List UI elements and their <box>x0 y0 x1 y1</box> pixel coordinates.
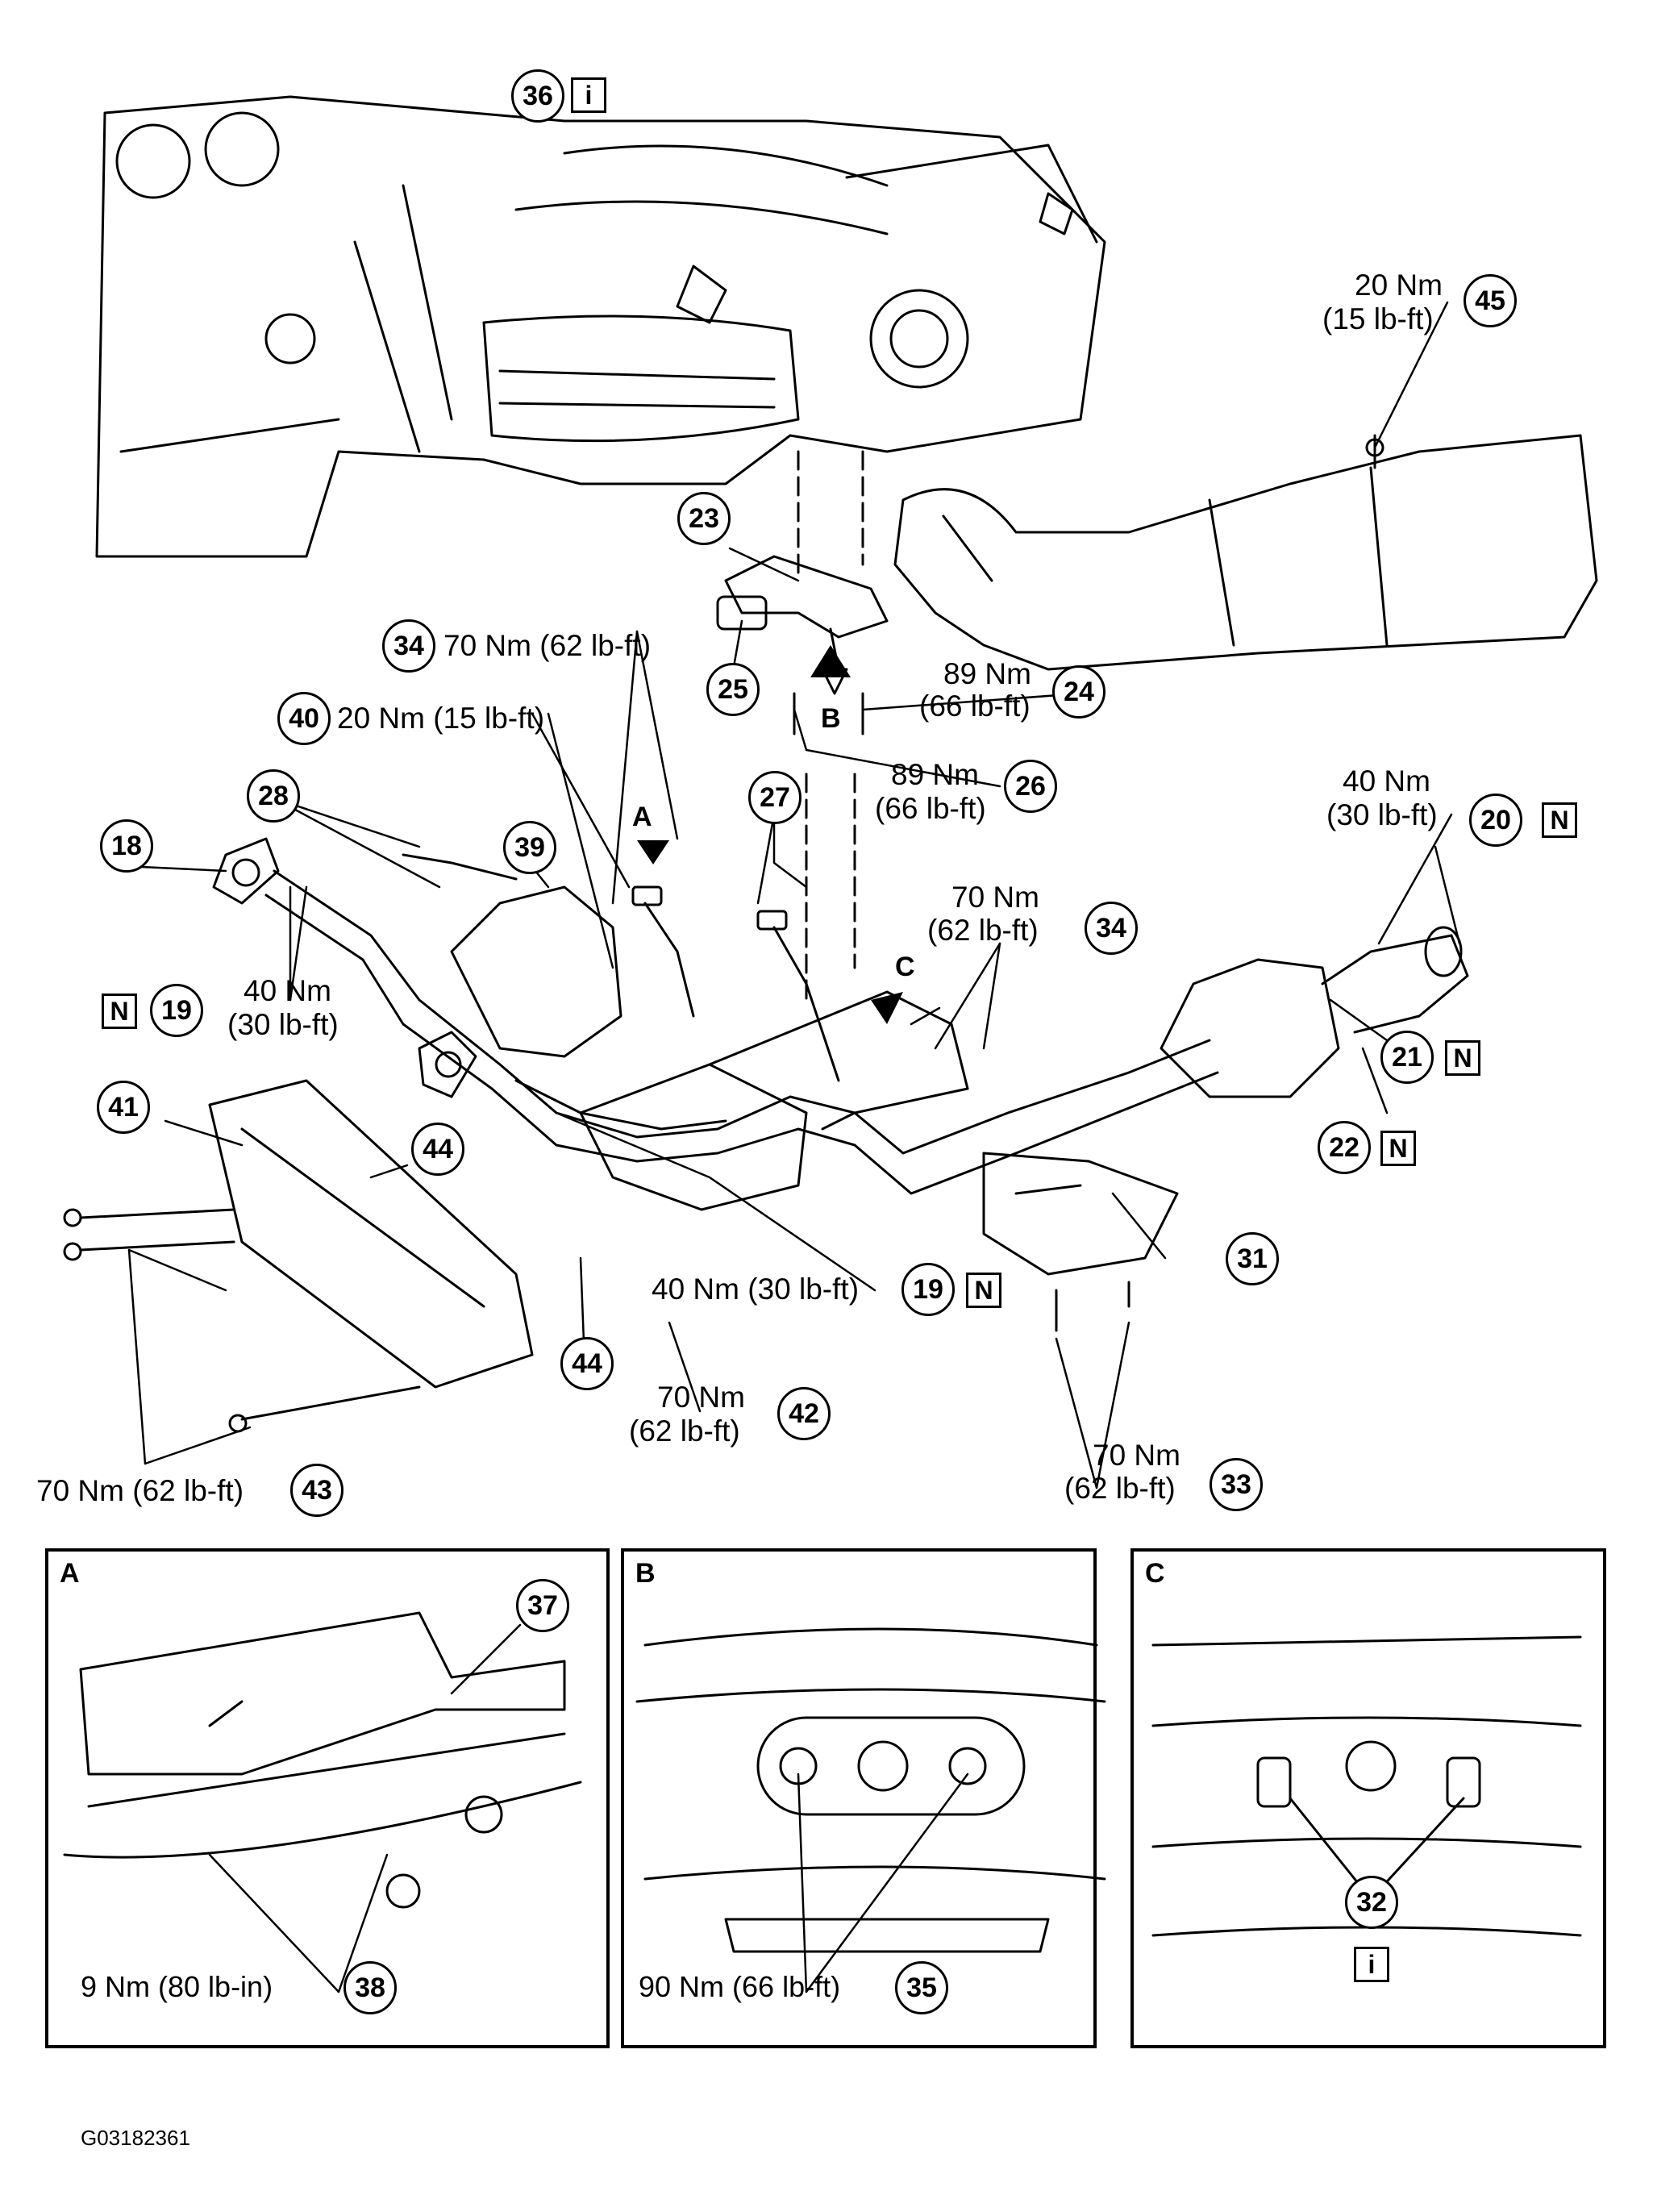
callout-27: 27 <box>748 771 802 824</box>
new-part-symbol-21: N <box>1445 1040 1480 1076</box>
torque-35: 90 Nm (66 lb-ft) <box>639 1970 841 2003</box>
callout-40: 40 <box>277 692 331 745</box>
torque-34-top: 70 Nm (62 lb-ft) <box>443 629 652 662</box>
transmission-bracket-art <box>716 555 889 735</box>
detail-c-letter: C <box>1145 1558 1165 1589</box>
info-symbol-36: i <box>571 77 606 113</box>
callout-39: 39 <box>503 821 556 874</box>
callout-19-center: 19 <box>901 1263 955 1316</box>
callout-19-left: 19 <box>150 984 203 1037</box>
callout-45: 45 <box>1464 274 1517 327</box>
new-part-symbol-22: N <box>1380 1131 1416 1166</box>
new-part-symbol-19-center: N <box>966 1273 1001 1308</box>
engine-transmission-art <box>95 95 1106 558</box>
detail-panel-b: B 90 Nm (66 lb-ft) 35 <box>621 1548 1097 2048</box>
torque-20-lbft: (30 lb-ft) <box>1326 798 1438 831</box>
callout-37: 37 <box>516 1579 569 1632</box>
callout-18: 18 <box>100 819 153 873</box>
callout-26: 26 <box>1004 760 1057 813</box>
torque-19-center: 40 Nm (30 lb-ft) <box>652 1273 860 1306</box>
torque-45-nm: 20 Nm <box>1355 269 1443 302</box>
torque-34-mid-nm: 70 Nm <box>951 881 1039 914</box>
detail-a-letter: A <box>60 1558 80 1589</box>
callout-31: 31 <box>1226 1232 1279 1285</box>
torque-40: 20 Nm (15 lb-ft) <box>337 702 545 735</box>
callout-38: 38 <box>344 1961 397 2014</box>
callout-33: 33 <box>1210 1458 1263 1511</box>
detail-panel-c: C 32 i <box>1130 1548 1606 2048</box>
new-part-symbol-20: N <box>1542 802 1577 838</box>
figure-code: G03182361 <box>81 2126 190 2150</box>
info-symbol-32: i <box>1354 1947 1389 1982</box>
torque-34-mid-lbft: (62 lb-ft) <box>927 914 1039 947</box>
torque-20-nm: 40 Nm <box>1343 764 1430 798</box>
torque-38: 9 Nm (80 lb-in) <box>81 1970 273 2003</box>
torque-33-lbft: (62 lb-ft) <box>1064 1472 1176 1505</box>
callout-44-upper: 44 <box>411 1123 464 1176</box>
crossmember-art <box>63 1079 1179 1433</box>
callout-43: 43 <box>290 1464 344 1517</box>
detail-a-art <box>63 1611 582 1909</box>
callout-34-mid: 34 <box>1085 902 1138 955</box>
callout-21: 21 <box>1380 1031 1434 1084</box>
detail-panel-a: A 37 9 Nm (80 lb-in) 38 <box>45 1548 610 2048</box>
view-letter-b: B <box>821 703 841 734</box>
detail-b-art <box>635 1627 1106 1953</box>
heat-shield-art <box>893 434 1598 671</box>
callout-35: 35 <box>895 1961 948 2014</box>
callout-44-lower: 44 <box>560 1337 614 1390</box>
callout-34-top: 34 <box>382 619 435 673</box>
torque-42-lbft: (62 lb-ft) <box>629 1414 740 1448</box>
torque-45-lbft: (15 lb-ft) <box>1322 302 1434 335</box>
callout-20: 20 <box>1469 794 1522 847</box>
callout-36: 36 <box>511 69 564 123</box>
exhaust-pipe-art <box>212 837 1469 1211</box>
torque-19-left-nm: 40 Nm <box>244 974 331 1007</box>
callout-28: 28 <box>247 769 300 823</box>
torque-24-nm: 89 Nm <box>943 657 1031 690</box>
callout-25: 25 <box>706 663 760 716</box>
torque-26-nm: 89 Nm <box>891 758 979 791</box>
view-letter-a: A <box>632 802 652 832</box>
callout-22: 22 <box>1318 1121 1371 1174</box>
torque-24-lbft: (66 lb-ft) <box>919 689 1031 723</box>
view-letter-c: C <box>895 952 915 982</box>
detail-b-letter: B <box>635 1558 656 1589</box>
view-arrows <box>637 645 903 1024</box>
callout-23: 23 <box>677 492 731 545</box>
torque-43: 70 Nm (62 lb-ft) <box>36 1474 244 1507</box>
torque-26-lbft: (66 lb-ft) <box>875 792 986 825</box>
callout-32: 32 <box>1345 1876 1398 1929</box>
torque-19-left-lbft: (30 lb-ft) <box>227 1008 339 1041</box>
detail-leaders <box>208 1623 969 1993</box>
callout-41: 41 <box>97 1081 150 1134</box>
leader-lines <box>127 301 1461 1489</box>
new-part-symbol-19-left: N <box>102 994 137 1029</box>
torque-33-nm: 70 Nm <box>1093 1439 1180 1472</box>
torque-42-nm: 70 Nm <box>657 1381 745 1414</box>
callout-42: 42 <box>777 1387 831 1440</box>
callout-24: 24 <box>1052 665 1105 719</box>
